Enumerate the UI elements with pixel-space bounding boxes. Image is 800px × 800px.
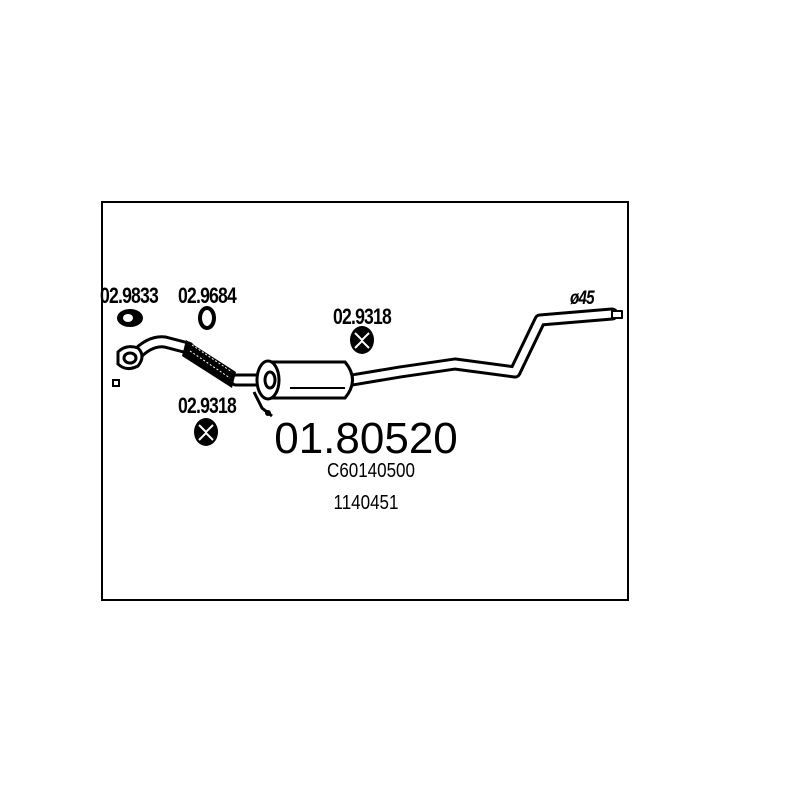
hanger-part-label: 02.9318 [178,393,237,418]
muffler-icon [252,359,354,418]
gasket-icon [117,309,143,327]
hanger-icon [194,418,218,446]
part-number: 01.80520 [274,414,458,463]
hanger-part-label: 02.9318 [333,304,392,329]
reference-code: 1140451 [333,492,399,514]
flex-pipe-icon [182,340,236,388]
o-ring-part-label: 02.9684 [178,283,237,308]
hanger-icon [350,326,374,354]
o-ring-icon [198,306,216,330]
diagram-frame [101,201,629,601]
diameter-label: ø45 [570,288,595,309]
oem-code: C60140500 [327,460,415,482]
gasket-part-label: 02.9833 [100,283,159,308]
flange-icon [112,345,144,387]
tailpipe [345,307,623,387]
